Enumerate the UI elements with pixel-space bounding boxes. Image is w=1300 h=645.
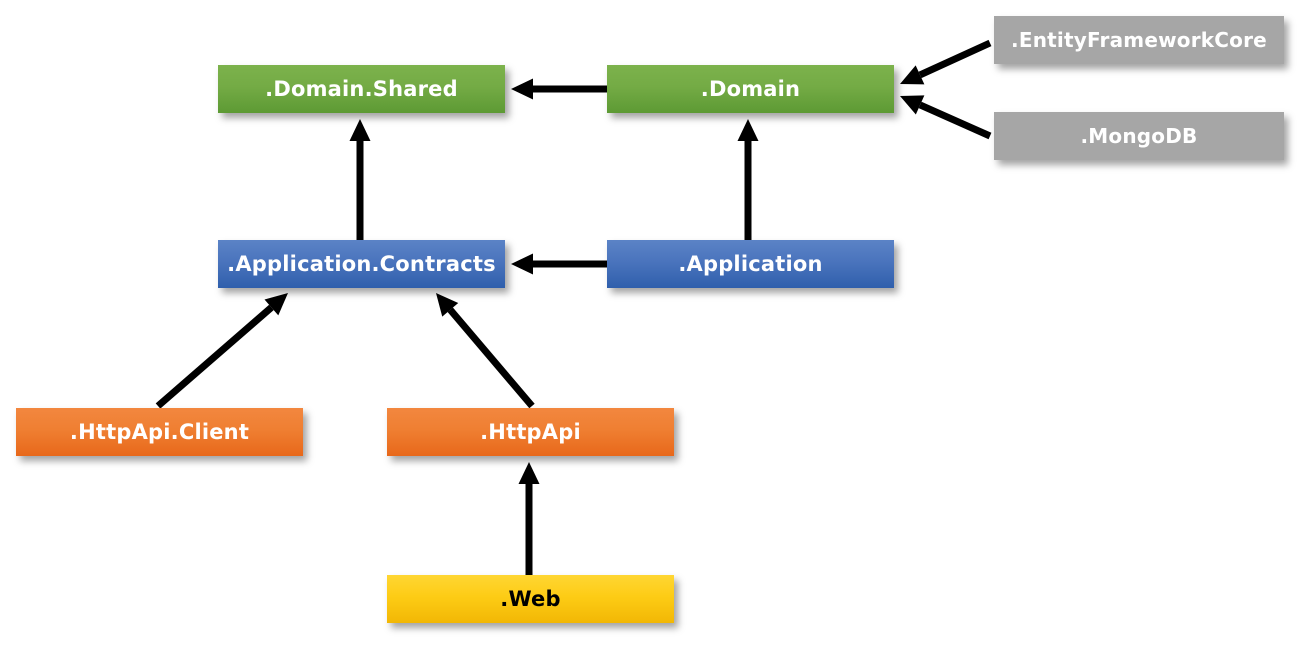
node-httpapi[interactable]: .HttpApi: [387, 408, 674, 456]
node-label-domain: .Domain: [700, 76, 801, 101]
node-label-application: .Application: [678, 251, 823, 276]
arrow-application-to-domain: [737, 119, 759, 240]
node-label-entityframeworkcore: .EntityFrameworkCore: [1011, 28, 1267, 52]
arrow-application-contracts-to-domain-shared: [349, 119, 371, 240]
arrow-application-to-application-contracts: [511, 253, 607, 275]
node-label-httpapi-client: .HttpApi.Client: [69, 419, 250, 444]
node-label-application-contracts: .Application.Contracts: [227, 251, 496, 276]
node-web[interactable]: .Web: [387, 575, 674, 623]
arrow-web-to-httpapi: [518, 462, 540, 575]
node-domain[interactable]: .Domain: [607, 65, 894, 113]
node-label-web: .Web: [500, 586, 561, 611]
node-label-httpapi: .HttpApi: [480, 419, 581, 444]
node-mongodb[interactable]: .MongoDB: [994, 112, 1284, 160]
arrow-httpapi-client-to-application-contracts: [155, 293, 288, 409]
node-domain-shared[interactable]: .Domain.Shared: [218, 65, 505, 113]
node-application[interactable]: .Application: [607, 240, 894, 288]
node-entityframeworkcore[interactable]: .EntityFrameworkCore: [994, 16, 1284, 64]
node-label-mongodb: .MongoDB: [1080, 124, 1198, 148]
node-label-domain-shared: .Domain.Shared: [265, 76, 458, 101]
arrow-httpapi-to-application-contracts: [436, 293, 535, 409]
node-httpapi-client[interactable]: .HttpApi.Client: [16, 408, 303, 456]
arrow-entityframeworkcore-to-domain: [900, 39, 992, 85]
arrow-domain-to-domain-shared: [511, 78, 607, 100]
arrow-mongodb-to-domain: [900, 95, 992, 140]
node-application-contracts[interactable]: .Application.Contracts: [218, 240, 505, 288]
